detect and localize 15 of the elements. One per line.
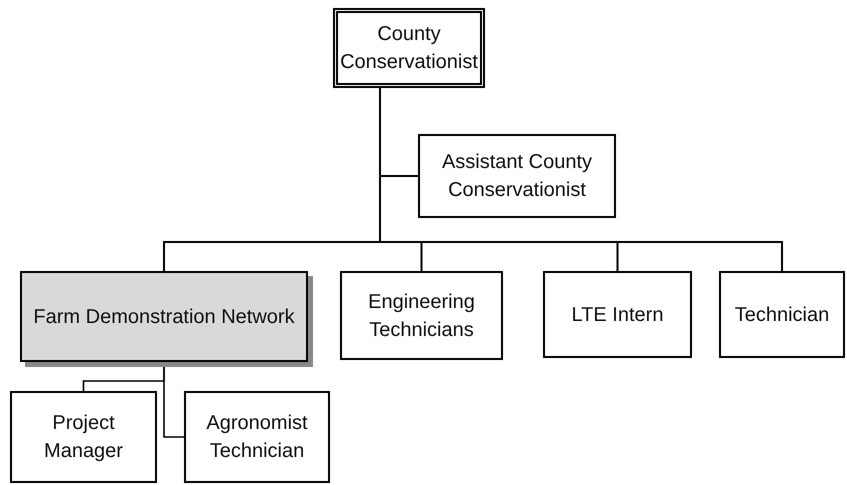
top-position-box — [333, 8, 485, 88]
position-title: Technician — [734, 302, 830, 328]
position-title: LTE Intern — [570, 302, 664, 328]
position-box — [340, 271, 503, 360]
position-box — [719, 271, 845, 358]
position-title: Farm Demonstration Network — [32, 304, 296, 330]
position-title: Project Manager — [43, 411, 124, 464]
position-title: Assistant County Conservationist — [440, 150, 594, 203]
position-box — [418, 134, 616, 218]
position-title: County Conservationist — [339, 22, 479, 75]
position-box — [184, 391, 330, 483]
position-title: Engineering Technicians — [367, 290, 476, 342]
position-box — [10, 391, 157, 483]
position-box — [543, 271, 692, 358]
position-title: Agronomist Technician — [205, 411, 309, 464]
